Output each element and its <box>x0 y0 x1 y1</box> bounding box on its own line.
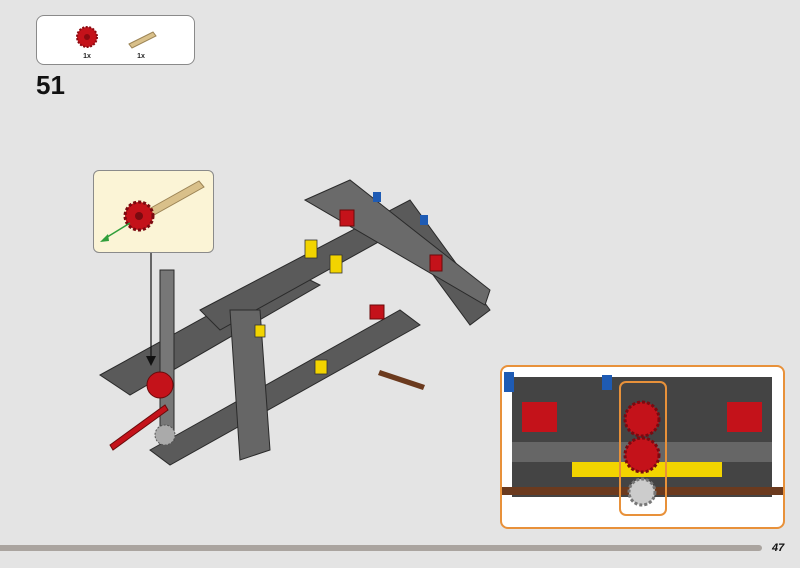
page-number: 47 <box>772 542 785 554</box>
red-gear-icon <box>76 26 98 48</box>
sub-assembly-callout <box>93 170 214 253</box>
detail-inset <box>500 365 785 529</box>
part-quantity: 1x <box>137 53 145 60</box>
part-quantity: 1x <box>83 53 91 60</box>
page-progress-bar <box>0 545 762 551</box>
gear-on-axle-pin-illustration <box>100 180 205 242</box>
assembly-model-illustration <box>99 179 491 466</box>
gear-mesh-detail-illustration <box>502 372 783 516</box>
step-number: 51 <box>36 70 65 100</box>
tan-axle-pin-icon <box>128 31 157 49</box>
parts-list-item: 1x <box>121 22 161 62</box>
parts-list-item: 1x <box>67 22 107 62</box>
parts-list: 1x 1x <box>36 15 195 65</box>
